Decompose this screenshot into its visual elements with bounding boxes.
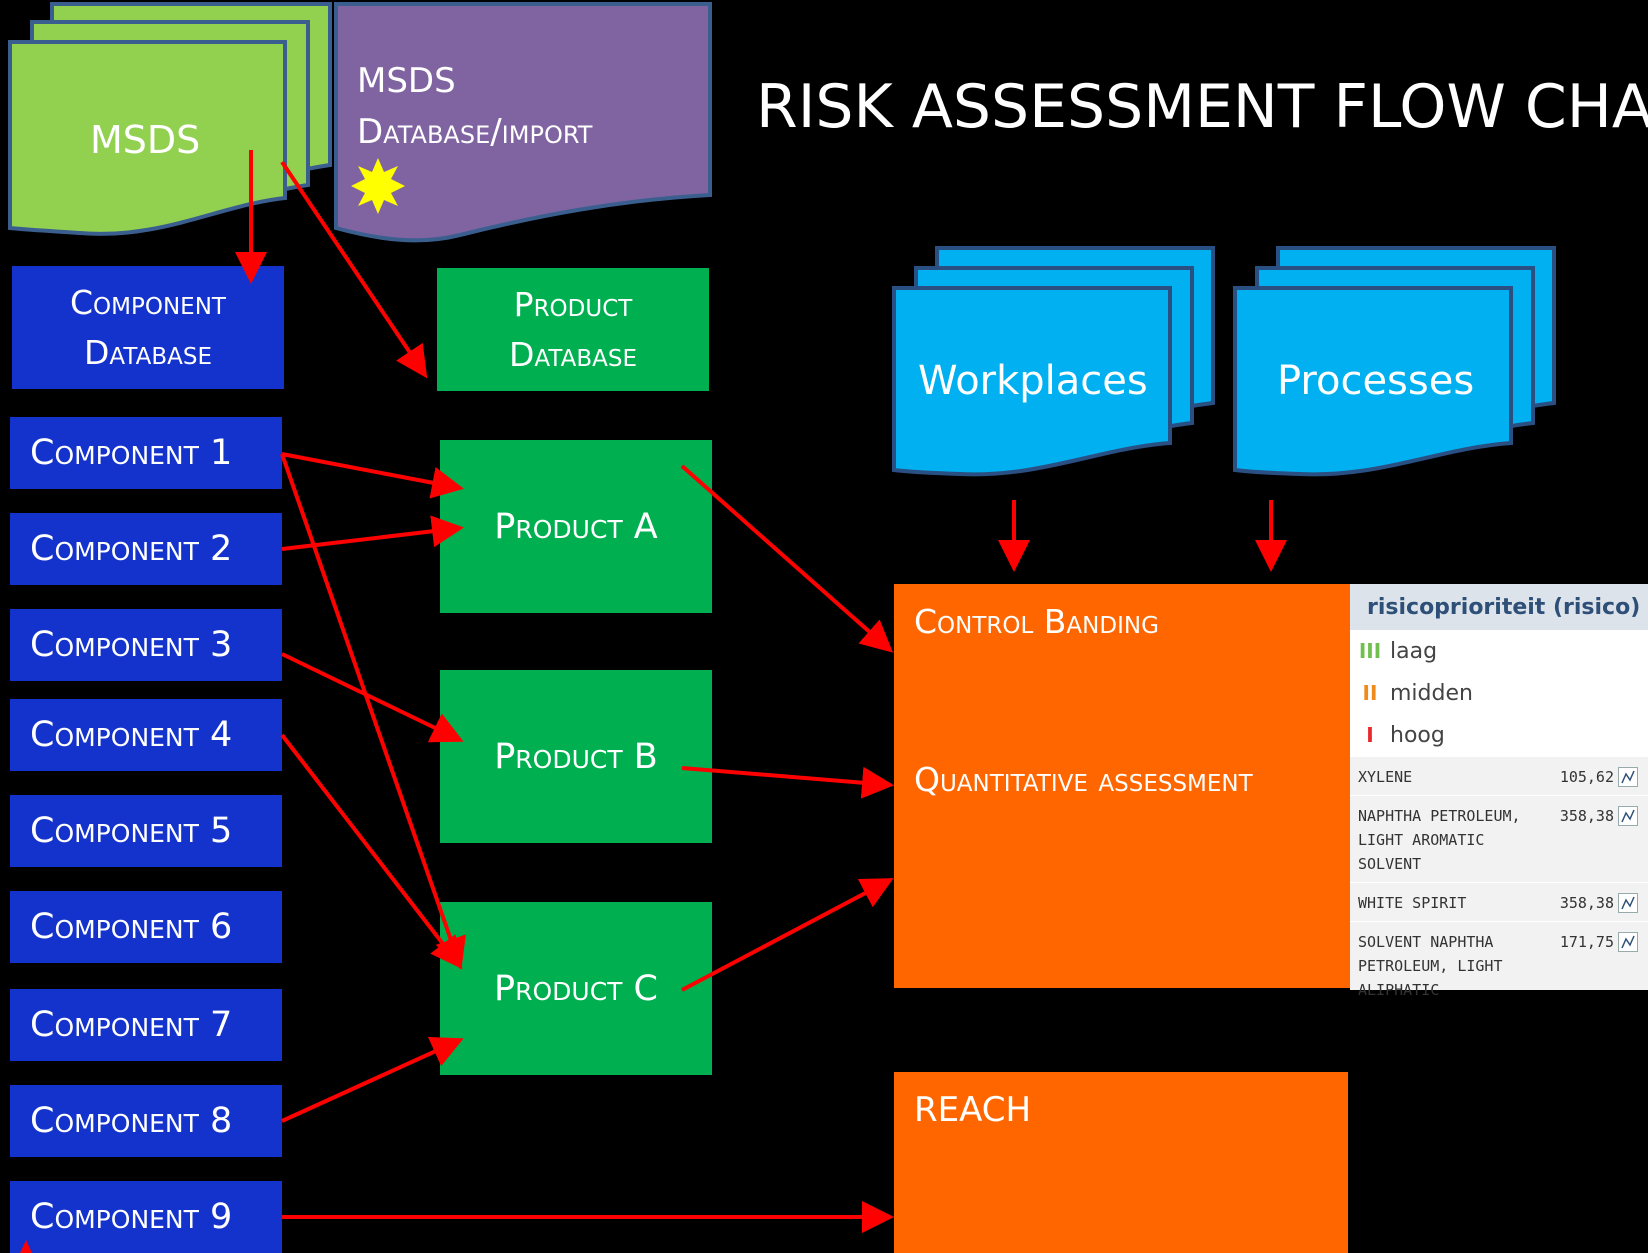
msds-database-line2: Database/import	[357, 112, 593, 152]
quantitative-assessment-label: Quantitative assessment	[914, 760, 1253, 799]
substance-name: NAPHTHA PETROLEUM, LIGHT AROMATIC SOLVEN…	[1358, 807, 1521, 873]
substance-row: NAPHTHA PETROLEUM, LIGHT AROMATIC SOLVEN…	[1350, 795, 1648, 882]
high-bars-icon: I	[1366, 723, 1374, 747]
substance-value: 171,75	[1559, 933, 1614, 951]
substance-value: 358,38	[1559, 894, 1614, 912]
msds-document-stack	[8, 2, 332, 236]
page-title: RISK ASSESSMENT FLOW CHA	[756, 72, 1648, 142]
component-8: Component 8	[10, 1085, 282, 1157]
product-a: Product A	[440, 440, 712, 613]
msds-database-line1: MSDS	[357, 61, 456, 101]
component-database-line2: Database	[83, 332, 212, 372]
component-1: Component 1	[10, 417, 282, 489]
risk-legend-panel: risicoprioriteit (risico) III laag II mi…	[1350, 584, 1648, 999]
component-4: Component 4	[10, 699, 282, 771]
workplaces-label: Workplaces	[918, 358, 1148, 404]
trend-chart-icon[interactable]	[1618, 932, 1638, 952]
msds-label: MSDS	[90, 118, 201, 162]
component-5: Component 5	[10, 795, 282, 867]
component-database-line1: Component	[70, 283, 226, 322]
legend-header: risicoprioriteit (risico)	[1350, 584, 1648, 630]
substance-row: XYLENE 105,62	[1350, 756, 1648, 795]
trend-chart-icon[interactable]	[1618, 893, 1638, 913]
control-banding-label: Control Banding	[914, 602, 1159, 641]
substance-row: WHITE SPIRIT 358,38	[1350, 882, 1648, 921]
legend-level-medium: II midden	[1350, 672, 1648, 714]
substance-value: 105,62	[1559, 768, 1614, 786]
component-7: Component 7	[10, 989, 282, 1061]
legend-level-high: I hoog	[1350, 714, 1648, 756]
component-6: Component 6	[10, 891, 282, 963]
processes-label: Processes	[1277, 358, 1475, 404]
substance-name: XYLENE	[1358, 768, 1413, 786]
product-database-line1: Product	[513, 285, 633, 324]
component-database: Component Database	[12, 266, 284, 389]
trend-chart-icon[interactable]	[1618, 767, 1638, 787]
substance-row: SOLVENT NAPHTHA PETROLEUM, LIGHT ALIPHAT…	[1350, 921, 1648, 1008]
product-c: Product C	[440, 902, 712, 1075]
processes-document-stack	[1233, 246, 1556, 477]
reach-box: REACH	[894, 1072, 1348, 1253]
medium-bars-icon: II	[1362, 681, 1378, 705]
trend-chart-icon[interactable]	[1618, 806, 1638, 826]
substance-name: WHITE SPIRIT	[1358, 894, 1467, 912]
legend-level-label: laag	[1390, 638, 1438, 664]
product-b: Product B	[440, 670, 712, 843]
substance-value: 358,38	[1559, 807, 1614, 825]
legend-level-label: hoog	[1390, 722, 1445, 748]
component-3: Component 3	[10, 609, 282, 681]
msds-database-label: MSDS Database/import	[357, 56, 592, 158]
reach-label: REACH	[914, 1090, 1032, 1130]
assessment-box: Control Banding Quantitative assessment	[894, 584, 1350, 988]
low-bars-icon: III	[1358, 639, 1382, 663]
legend-level-label: midden	[1390, 680, 1473, 706]
component-2: Component 2	[10, 513, 282, 585]
product-database: Product Database	[437, 268, 709, 391]
product-database-line2: Database	[508, 334, 637, 374]
substance-name: SOLVENT NAPHTHA PETROLEUM, LIGHT ALIPHAT…	[1358, 933, 1503, 999]
legend-level-low: III laag	[1350, 630, 1648, 672]
component-9: Component 9	[10, 1181, 282, 1253]
workplaces-document-stack	[892, 246, 1215, 477]
